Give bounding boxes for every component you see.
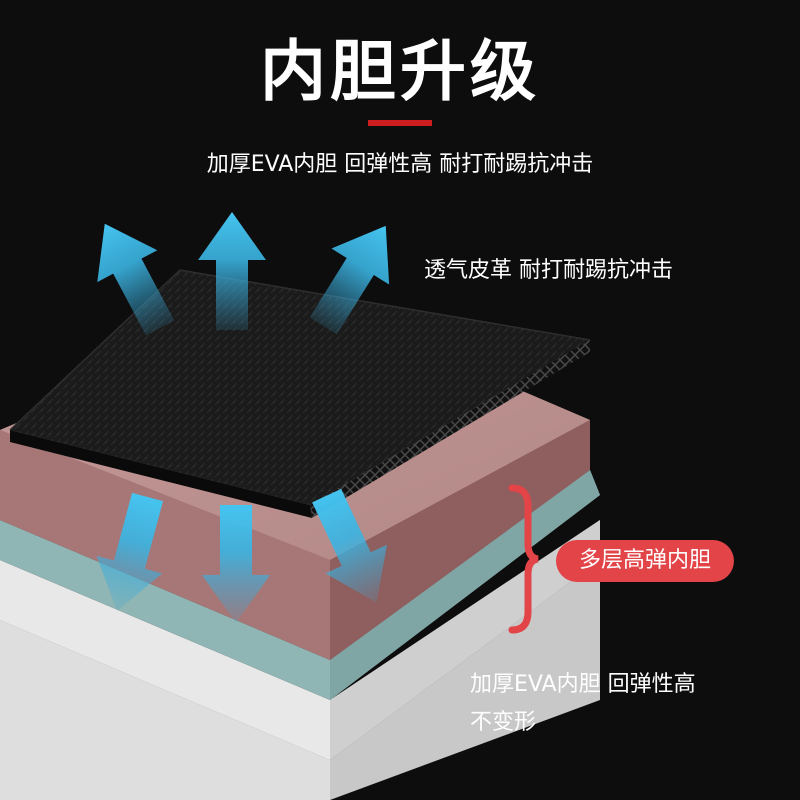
foam-caption-line-2: 不变形	[470, 710, 537, 735]
leather-caption: 透气皮革 耐打耐踢抗冲击	[424, 258, 673, 283]
page-title: 内胆升级	[260, 33, 540, 110]
foam-caption-line-1: 加厚EVA内胆 回弹性高	[470, 672, 696, 697]
layer-badge: 多层高弹内胆	[556, 540, 734, 582]
curly-brace-icon	[508, 484, 539, 634]
foam-caption: 加厚EVA内胆 回弹性高 不变形	[470, 666, 696, 742]
title-underline	[368, 120, 432, 126]
white-foam-layer	[0, 520, 600, 800]
page-subtitle: 加厚EVA内胆 回弹性高 耐打耐踢抗冲击	[206, 152, 594, 177]
